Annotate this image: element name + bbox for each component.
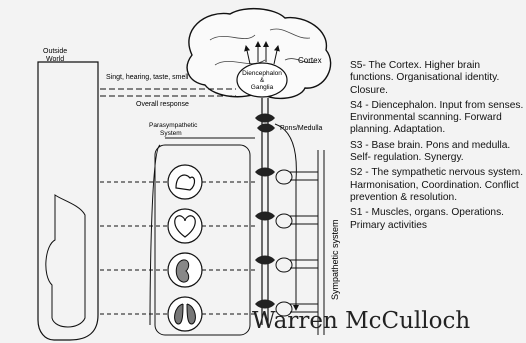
lungs-icon (167, 296, 203, 332)
organ-rows (167, 164, 203, 332)
svg-text:&: & (260, 77, 265, 84)
legend-s2: S2 - The sympathetic nervous system. Har… (350, 167, 524, 203)
author-name: Warren McCulloch (252, 308, 471, 334)
outside-world-label: Outside (43, 48, 67, 55)
pons-label: Pons/Medulla (280, 125, 323, 132)
diencephalon-label: Diencephalon (242, 70, 282, 77)
legend-s4: S4 - Diencephalon. Input from senses. En… (350, 99, 524, 136)
diencephalon-node (236, 62, 288, 98)
cortex-label: Cortex (298, 56, 322, 65)
legend-s3: S3 - Base brain. Pons and medulla. Self-… (350, 139, 511, 164)
svg-text:System: System (160, 130, 182, 137)
overall-response-label: Overall response (136, 101, 189, 108)
legend: S5- The Cortex. Higher brain functions. … (350, 60, 525, 235)
muscle-icon (167, 164, 203, 200)
outside-world-outline (37, 61, 99, 341)
parasympathetic-label: Parasympathetic (149, 122, 198, 129)
senses-label: Singt, hearing, taste, smell (106, 74, 189, 81)
legend-s5: S5- The Cortex. Higher brain functions. … (350, 60, 500, 96)
heart-icon (167, 208, 203, 244)
legend-s1: S1 - Muscles, organs. Operations. Primar… (350, 207, 505, 231)
vsm-diagram: Outside World Cortex Diencephalon & Gang… (37, 7, 340, 341)
outside-world-label-2: World (46, 56, 64, 63)
pons-node (255, 113, 275, 133)
spine-nodes (255, 167, 275, 309)
cortex-outline (186, 7, 332, 99)
svg-text:Ganglia: Ganglia (251, 84, 274, 91)
outside-world-inner-loop (45, 194, 86, 328)
sympathetic-label: Sympathetic system (330, 219, 340, 300)
